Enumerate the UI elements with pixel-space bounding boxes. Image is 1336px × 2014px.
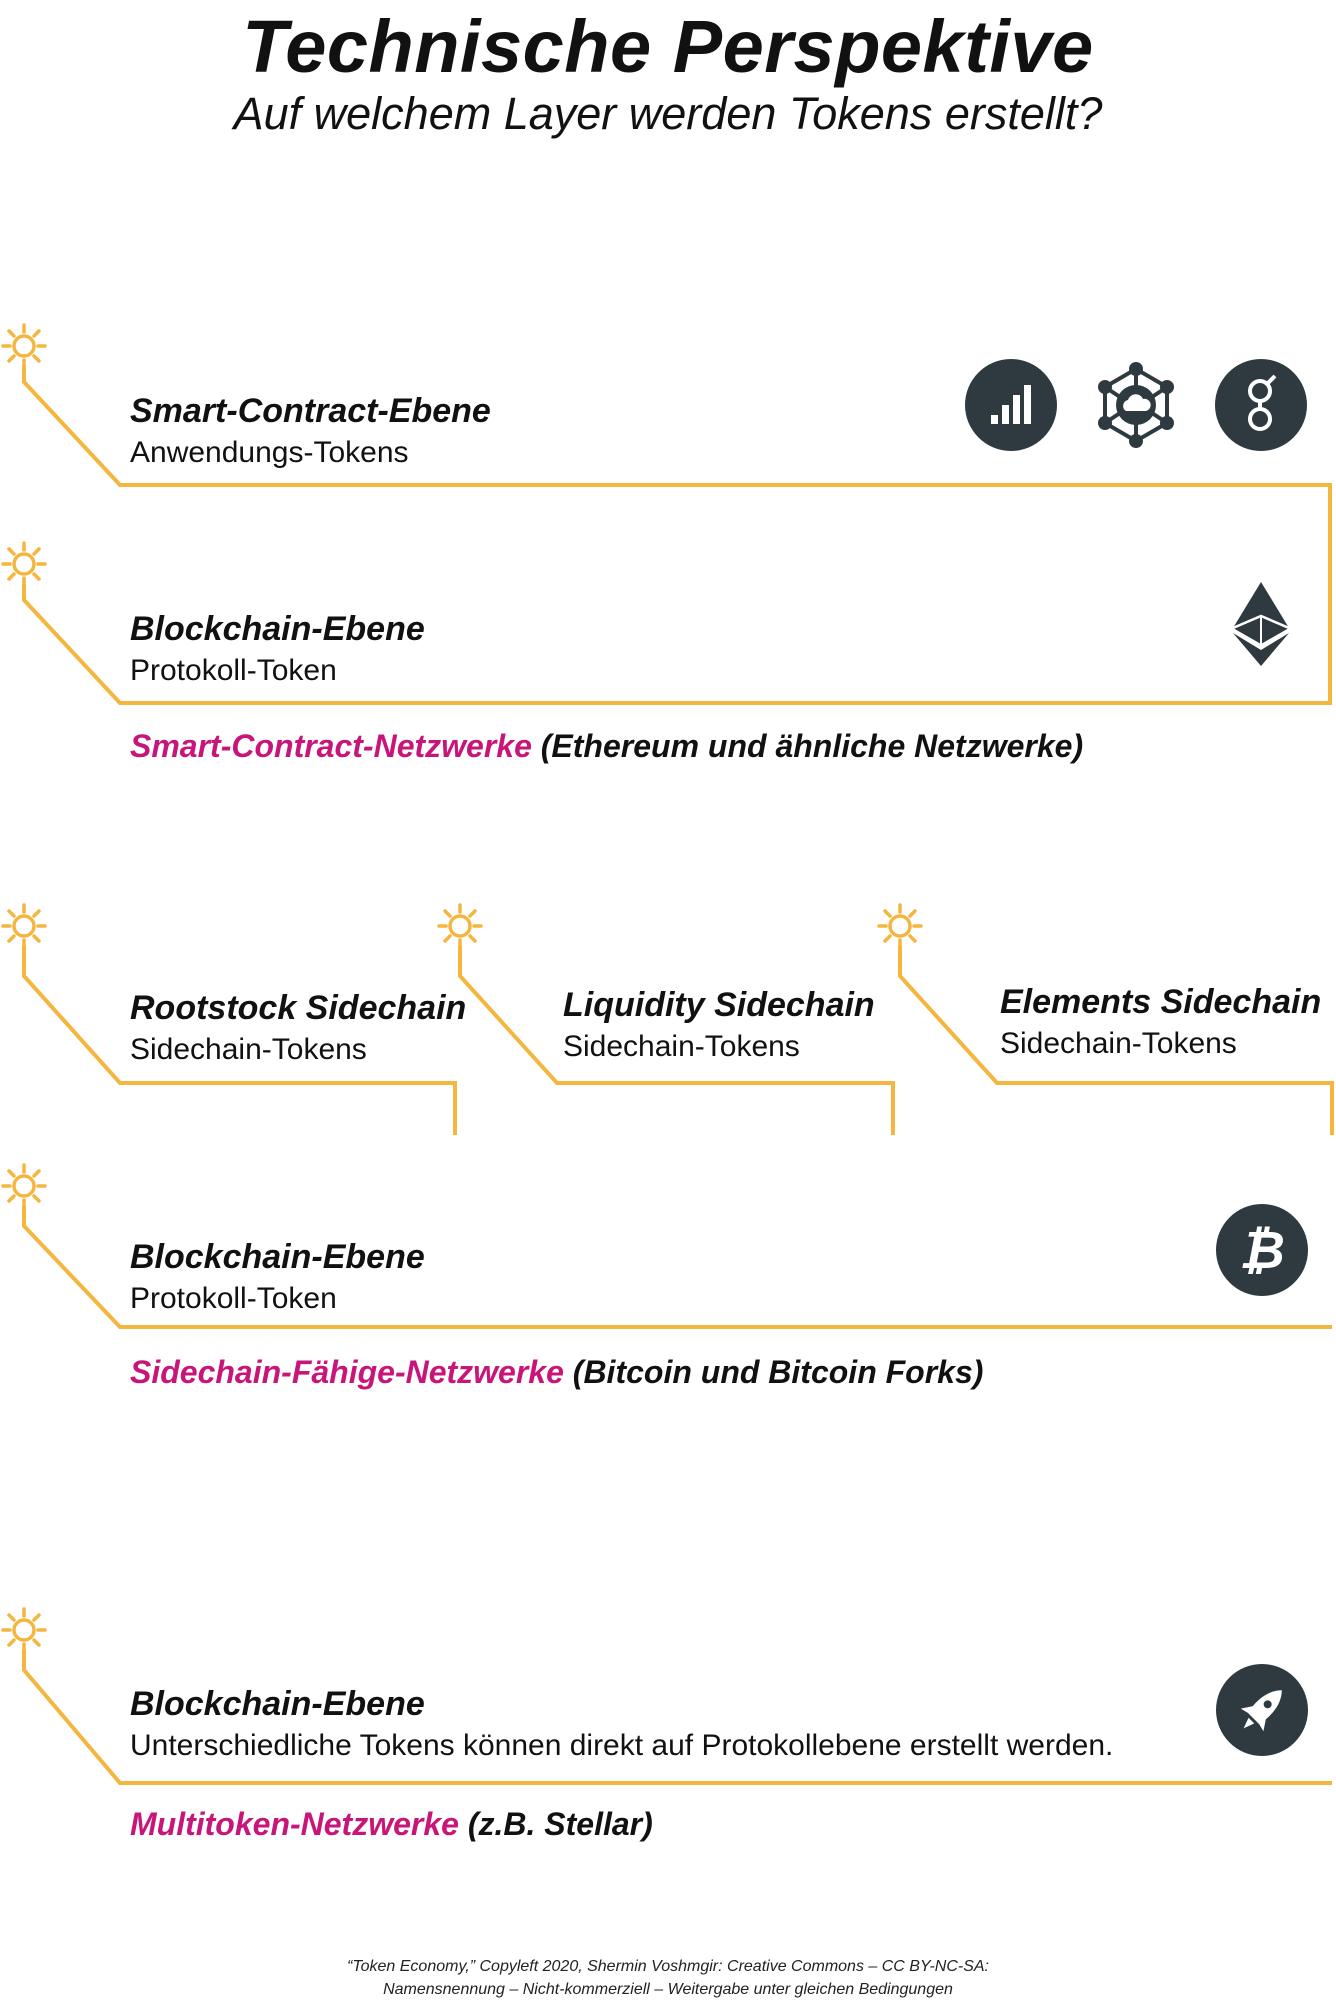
connector-eth-blockchain-layer bbox=[22, 584, 1330, 705]
sun-marker-7 bbox=[1, 1607, 47, 1653]
connector-multitoken-layer bbox=[22, 1650, 1332, 1785]
connector-elements-sidechain bbox=[898, 946, 1334, 1135]
sidechain-subtitle-liquidity: Sidechain-Tokens bbox=[563, 1030, 800, 1063]
layer-title-eth-blockchain: Blockchain-Ebene bbox=[130, 610, 425, 648]
sidechain-title-rootstock: Rootstock Sidechain bbox=[130, 989, 467, 1027]
rocket-icon bbox=[1216, 1664, 1308, 1756]
layer-subtitle-btc-blockchain: Protokoll-Token bbox=[130, 1282, 337, 1315]
network-name: Multitoken-Netzwerke bbox=[130, 1806, 459, 1842]
layer-title-smart-contract: Smart-Contract-Ebene bbox=[130, 392, 491, 430]
layer-title-btc-blockchain: Blockchain-Ebene bbox=[130, 1238, 425, 1276]
sun-marker-3 bbox=[1, 903, 47, 949]
sidechain-title-liquidity: Liquidity Sidechain bbox=[563, 986, 875, 1024]
sidechain-subtitle-rootstock: Sidechain-Tokens bbox=[130, 1033, 367, 1066]
layer-subtitle-eth-blockchain: Protokoll-Token bbox=[130, 654, 337, 687]
network-detail: (Ethereum und ähnliche Netzwerke) bbox=[540, 728, 1084, 764]
sun-marker-4 bbox=[437, 903, 483, 949]
golem-icon bbox=[1215, 359, 1307, 451]
connector-smart-contract-layer bbox=[22, 366, 1332, 705]
connector-liquidity-sidechain bbox=[458, 946, 895, 1135]
network-detail: (z.B. Stellar) bbox=[467, 1806, 653, 1842]
svg-text:₿: ₿ bbox=[1239, 1221, 1285, 1281]
sun-marker-1 bbox=[1, 323, 47, 369]
page-subtitle: Auf welchem Layer werden Tokens erstellt… bbox=[233, 88, 1103, 139]
bar-chart-icon bbox=[965, 359, 1057, 451]
sun-marker-6 bbox=[1, 1163, 47, 1209]
network-name: Sidechain-Fähige-Netzwerke bbox=[130, 1354, 564, 1390]
network-name: Smart-Contract-Netzwerke bbox=[130, 728, 532, 764]
footer-line-2: Namensnennung – Nicht-kommerziell – Weit… bbox=[383, 1981, 953, 1998]
cloud-network-icon bbox=[1098, 362, 1174, 448]
network-label-smart-contract: Smart-Contract-Netzwerke (Ethereum und ä… bbox=[130, 728, 1083, 765]
connector-rootstock-sidechain bbox=[22, 946, 457, 1135]
page-title: Technische Perspektive bbox=[242, 5, 1094, 88]
layer-subtitle-multitoken: Unterschiedliche Tokens können direkt au… bbox=[130, 1729, 1114, 1762]
bitcoin-icon: ₿ bbox=[1216, 1204, 1308, 1296]
sun-marker-2 bbox=[1, 541, 47, 587]
sun-marker-5 bbox=[877, 903, 923, 949]
sidechain-title-elements: Elements Sidechain bbox=[1000, 983, 1322, 1021]
sidechain-subtitle-elements: Sidechain-Tokens bbox=[1000, 1027, 1237, 1060]
network-label-multitoken: Multitoken-Netzwerke (z.B. Stellar) bbox=[130, 1806, 653, 1843]
layer-subtitle-smart-contract: Anwendungs-Tokens bbox=[130, 436, 409, 469]
network-label-sidechain: Sidechain-Fähige-Netzwerke (Bitcoin und … bbox=[130, 1354, 983, 1391]
layer-title-multitoken: Blockchain-Ebene bbox=[130, 1685, 425, 1723]
network-detail: (Bitcoin und Bitcoin Forks) bbox=[572, 1354, 984, 1390]
footer-line-1: “Token Economy,” Copyleft 2020, Shermin … bbox=[346, 1958, 989, 1975]
ethereum-icon bbox=[1233, 582, 1289, 666]
connector-btc-blockchain-layer bbox=[22, 1206, 1332, 1329]
